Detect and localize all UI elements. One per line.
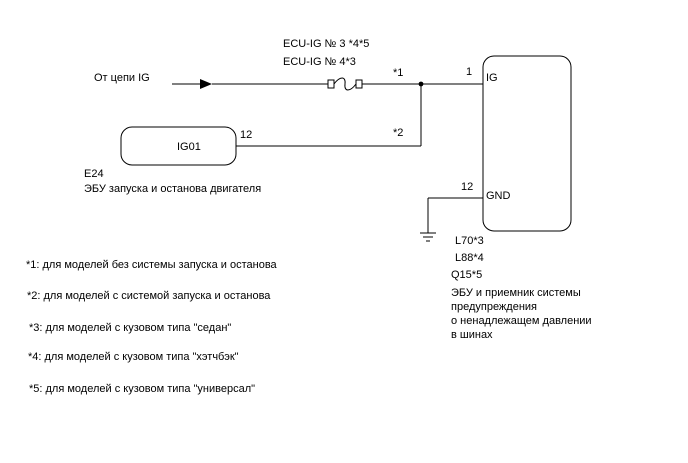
- tpms-code: L70*3: [455, 235, 484, 247]
- tpms-code: Q15*5: [451, 269, 482, 281]
- tpms-pin1-number: 1: [466, 66, 472, 78]
- tpms-name-line: о ненадлежащем давлении: [451, 315, 592, 327]
- tpms-pin2-number: 12: [461, 181, 473, 193]
- footnote: *2: для моделей с системой запуска и ост…: [27, 290, 271, 302]
- tpms-name-line: ЭБУ и приемник системы: [451, 287, 581, 299]
- engine-ecu-name: ЭБУ запуска и останова двигателя: [84, 183, 261, 195]
- wire-note-1: *1: [393, 67, 403, 79]
- tpms-name-line: в шинах: [451, 329, 493, 341]
- tpms-pin2-name: GND: [486, 190, 511, 202]
- tpms-code: L88*4: [455, 252, 484, 264]
- engine-ecu-box: [120, 126, 237, 166]
- ground-icon: [420, 232, 436, 242]
- footnote: *3: для моделей с кузовом типа "седан": [29, 322, 231, 334]
- fuse-icon: [327, 77, 363, 91]
- source-arrow-icon: [200, 79, 212, 89]
- tpms-name-line: предупреждения: [451, 301, 537, 313]
- engine-ecu-pin-number: 12: [240, 129, 252, 141]
- footnote: *1: для моделей без системы запуска и ос…: [26, 259, 278, 271]
- source-label: От цепи IG: [94, 72, 150, 84]
- wire-note-2: *2: [393, 127, 403, 139]
- engine-ecu-code: E24: [84, 168, 104, 180]
- tpms-ecu-box: [482, 55, 572, 232]
- fuse-label-1: ECU-IG № 3 *4*5: [283, 38, 369, 50]
- fuse-label-2: ECU-IG № 4*3: [283, 56, 356, 68]
- tpms-pin1-name: IG: [486, 72, 498, 84]
- footnote: *5: для моделей с кузовом типа "универса…: [29, 383, 255, 395]
- footnote: *4: для моделей с кузовом типа "хэтчбэк": [28, 351, 239, 363]
- engine-ecu-pin-name: IG01: [177, 141, 201, 153]
